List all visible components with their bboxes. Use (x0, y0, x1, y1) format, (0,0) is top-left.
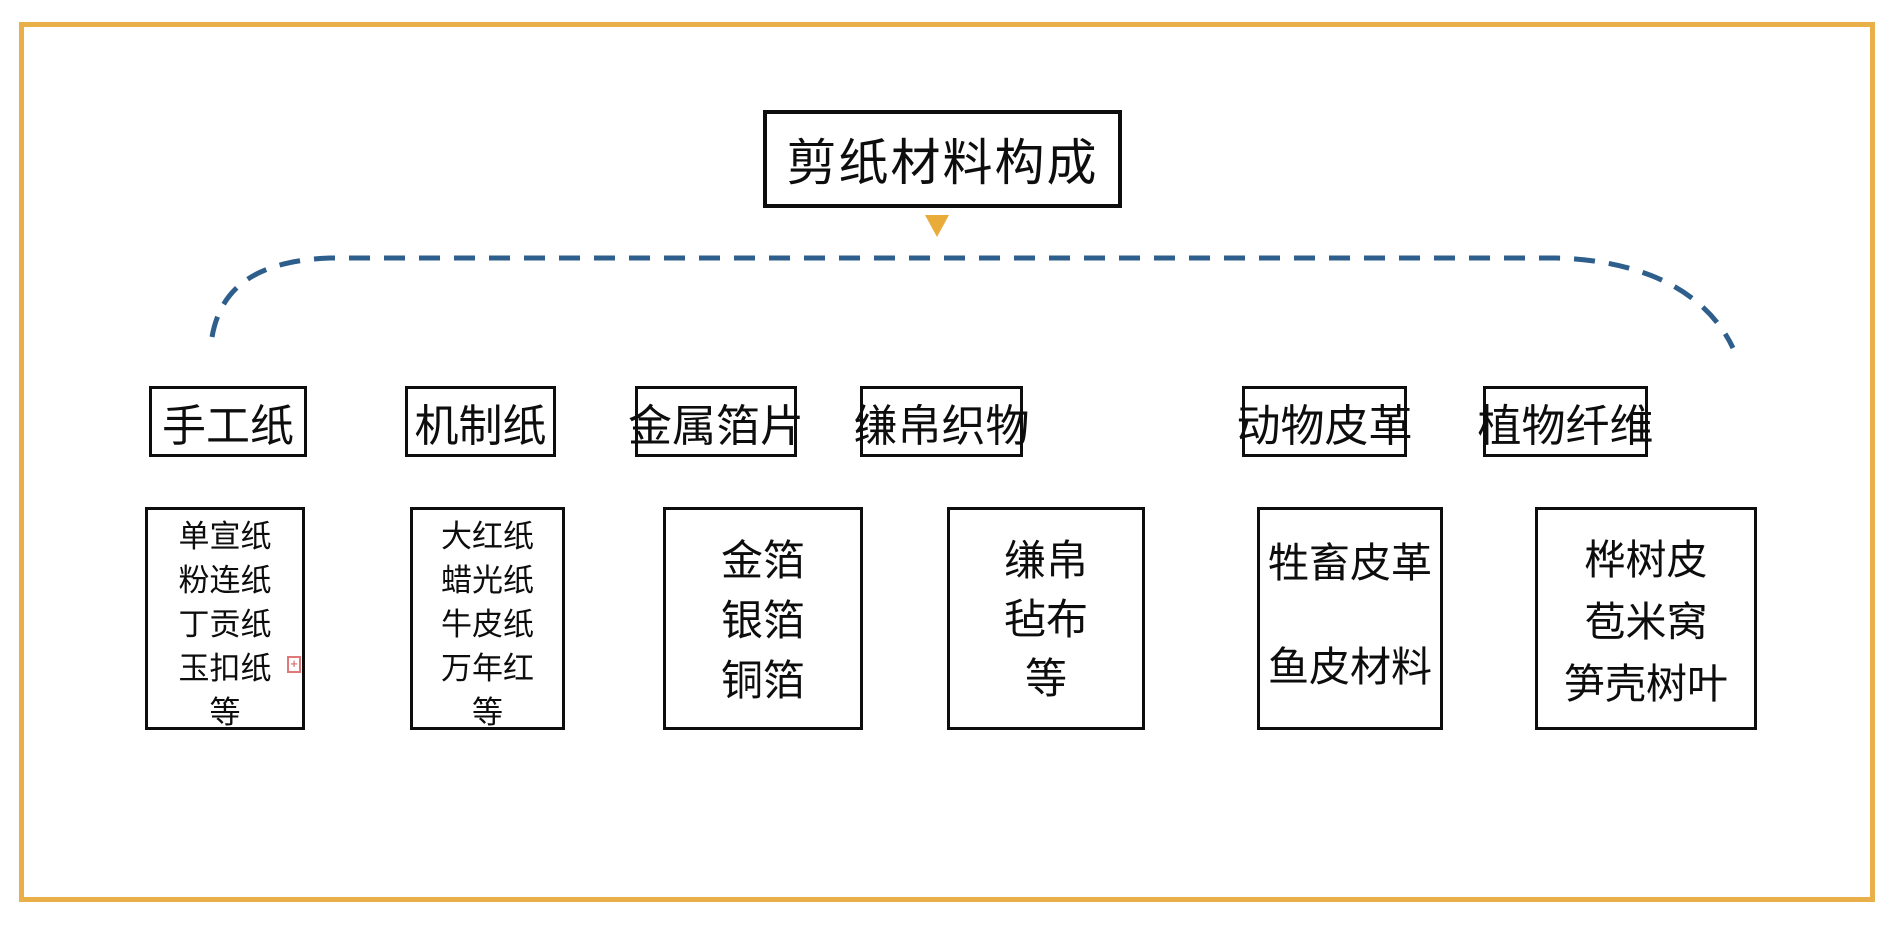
category-label: 动物皮革 (1236, 401, 1413, 451)
detail-item: 毡布 (1003, 596, 1088, 643)
detail-item: 粉连纸 (178, 563, 272, 598)
detail-box-silk-fabric: 缣帛 毡布 等 (947, 507, 1145, 730)
detail-item: 牲畜皮革 (1268, 540, 1432, 586)
detail-item: 笋壳树叶 (1564, 661, 1728, 707)
category-box-plant-fiber: 植物纤维 (1478, 386, 1654, 457)
plus-marker-icon: + (287, 656, 301, 673)
category-label: 金属箔片 (628, 401, 804, 451)
category-box-metal-foil: 金属箔片 (628, 386, 804, 457)
category-label: 机制纸 (414, 401, 547, 451)
detail-item: 单宣纸 (178, 519, 272, 554)
detail-item: 缣帛 (1003, 537, 1088, 584)
category-label: 植物纤维 (1477, 401, 1654, 451)
detail-box-plant-fiber: 桦树皮 苞米窝 笋壳树叶 (1535, 507, 1757, 730)
detail-item: 万年红 (441, 651, 534, 686)
detail-box-handmade-paper: 单宣纸 粉连纸 丁贡纸 玉扣纸 等 (145, 507, 305, 730)
category-box-animal-leather: 动物皮革 (1237, 386, 1413, 457)
detail-item: 银箔 (720, 597, 805, 644)
category-box-silk-fabric: 缣帛织物 (854, 386, 1030, 457)
detail-item: 鱼皮材料 (1268, 644, 1432, 690)
detail-item: 丁贡纸 (178, 607, 272, 642)
detail-item: 玉扣纸 (178, 651, 272, 686)
detail-box-animal-leather: 牲畜皮革 鱼皮材料 (1257, 507, 1443, 730)
detail-item: 金箔 (720, 537, 805, 584)
detail-item: 蜡光纸 (441, 563, 534, 598)
down-triangle-icon (925, 215, 949, 237)
category-box-handmade-paper: 手工纸 (149, 386, 307, 457)
detail-item: 等 (1024, 655, 1067, 702)
detail-box-machine-paper: 大红纸 蜡光纸 牛皮纸 万年红 等 (410, 507, 565, 730)
detail-item: 苞米窝 (1584, 599, 1708, 645)
detail-item: 等 (209, 695, 241, 730)
category-label: 手工纸 (162, 401, 294, 451)
category-box-machine-paper: 机制纸 (405, 386, 556, 457)
detail-item: 大红纸 (441, 519, 534, 554)
detail-item: 牛皮纸 (441, 607, 534, 642)
detail-item: 铜箔 (720, 657, 805, 704)
title-box: 剪纸材料构成 (763, 110, 1122, 208)
detail-box-metal-foil: 金箔 银箔 铜箔 (663, 507, 863, 730)
page-frame-border (19, 22, 1875, 902)
page-title: 剪纸材料构成 (786, 135, 1099, 191)
detail-item: 等 (472, 695, 503, 730)
category-label: 缣帛织物 (853, 401, 1030, 451)
detail-item: 桦树皮 (1584, 537, 1708, 583)
